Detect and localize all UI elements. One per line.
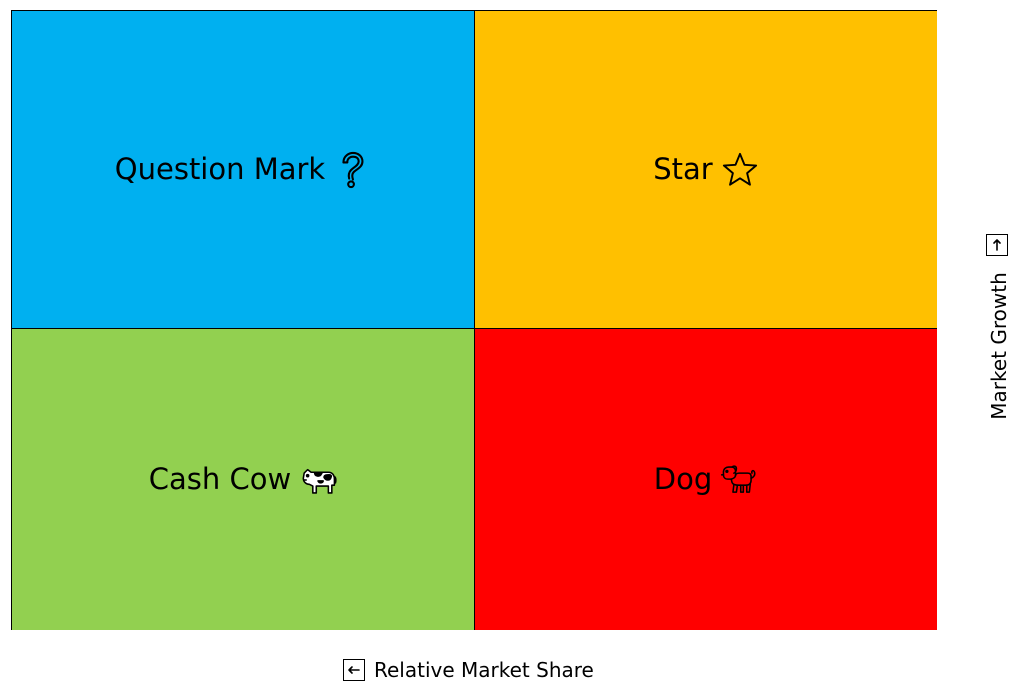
left-arrow-icon [343,659,365,681]
quadrant-cash-cow: Cash Cow [12,329,474,630]
up-arrow-icon [986,234,1008,256]
quadrant-question-mark: Question Mark [12,11,474,328]
y-axis-label: Market Growth [987,272,1011,420]
star-icon [721,151,759,189]
y-axis: Market Growth [986,234,1012,424]
x-axis: Relative Market Share [343,658,594,682]
cow-icon [299,461,337,499]
quadrant-star: Star [475,11,937,328]
x-axis-label: Relative Market Share [374,658,594,682]
question-icon [333,151,371,189]
quadrant-label: Dog [653,462,713,496]
bcg-matrix: Question Mark Star Cash Cow [11,10,937,630]
quadrant-dog: Dog [475,329,937,630]
quadrant-label: Cash Cow [148,462,292,496]
quadrant-label: Question Mark [114,152,326,186]
dog-icon [720,461,758,499]
quadrant-label: Star [653,152,713,186]
